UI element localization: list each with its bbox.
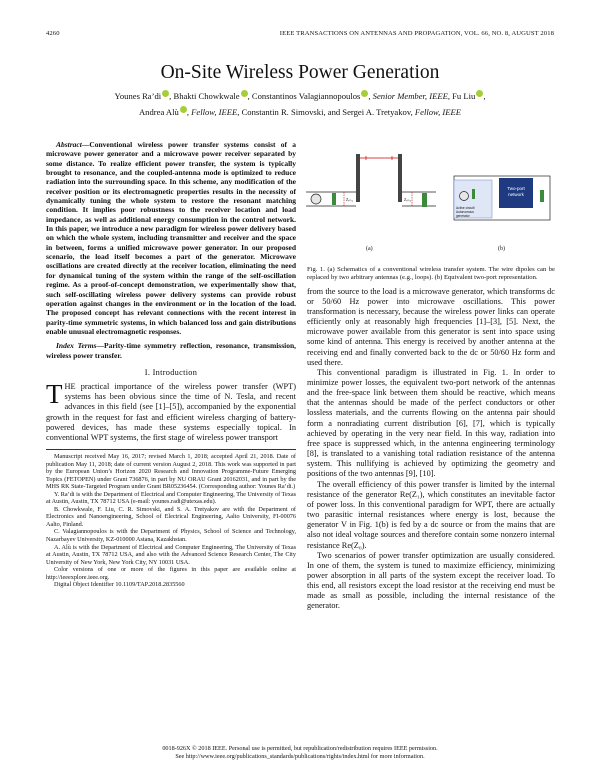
author-affiliation-title: Senior Member, IEEE xyxy=(372,91,448,101)
author-affiliation-title: Fellow, IEEE xyxy=(414,107,462,117)
footnote: A. Alù is with the Department of Electri… xyxy=(46,543,296,566)
author-line-2: Andrea Alù, Fellow, IEEE, Constantin R. … xyxy=(138,106,462,117)
left-column: Abstract—Conventional wireless power tra… xyxy=(46,140,296,589)
schematic-b: Two-port network Active circuit/ Autonom… xyxy=(453,175,551,252)
section-heading: I. Introduction xyxy=(144,367,198,377)
svg-text:generator: generator xyxy=(456,214,471,218)
orcid-icon[interactable] xyxy=(179,106,187,113)
footnote: Manuscript received May 16, 2017; revise… xyxy=(46,453,296,491)
paper-title: On-Site Wireless Power Generation xyxy=(160,62,440,83)
author-name: , Constantinos Valagiannopoulos xyxy=(247,91,361,101)
abstract: Abstract—Conventional wireless power tra… xyxy=(46,140,296,336)
drop-cap: T xyxy=(46,379,63,410)
author-name: , Constantin R. Simovski, and Sergei A. … xyxy=(237,107,415,117)
index-terms: Index Terms—Parity-time symmetry reflect… xyxy=(46,341,297,360)
generator-impedance xyxy=(332,193,336,205)
copyright-line: 0018-926X © 2018 IEEE. Personal use is p… xyxy=(162,745,438,752)
figure-label-b: (b) xyxy=(498,245,505,252)
load-impedance-b xyxy=(540,190,544,202)
rights-link[interactable]: See http://www.ieee.org/publications_sta… xyxy=(175,753,425,760)
footnote: Color versions of one or more of the fig… xyxy=(46,566,296,581)
footnote-divider xyxy=(46,449,296,450)
figure-schematics: Zᵢₙ,₁ Zᵢₙ,₂ (a) Two-port network Active … xyxy=(306,154,551,252)
body-paragraph: This conventional paradigm is illustrate… xyxy=(307,367,555,479)
body-paragraph: from the source to the load is a microwa… xyxy=(307,286,555,367)
author-line-1: Younes Ra’di , Bhakti Chowkwale , Constant… xyxy=(114,90,486,101)
load-impedance xyxy=(422,193,427,207)
figure-caption: Fig. 1. (a) Schematics of a conventional… xyxy=(307,266,555,281)
author-name: , Fu Liu xyxy=(447,91,476,101)
author-affiliation-title: Fellow, IEEE xyxy=(191,107,238,117)
figure-label-a: (a) xyxy=(366,245,373,252)
zin2-label: Zᵢₙ,₂ xyxy=(404,197,412,203)
author-name: , Bhakti Chowkwale xyxy=(169,91,240,101)
orcid-icon[interactable] xyxy=(361,90,369,97)
orcid-icon[interactable] xyxy=(476,90,484,97)
author-name: Younes Ra’di xyxy=(114,91,162,101)
footnote: B. Chowkwale, F. Liu, C. R. Simovski, an… xyxy=(46,505,296,528)
copyright-footer: 0018-926X © 2018 IEEE. Personal use is p… xyxy=(0,745,600,761)
footnote: Digital Object Identifier 10.1109/TAP.20… xyxy=(54,581,185,589)
orcid-icon[interactable] xyxy=(162,90,170,97)
dipole-left xyxy=(356,154,360,202)
two-port-label: network xyxy=(508,192,525,197)
journal-name: IEEE TRANSACTIONS ON ANTENNAS AND PROPAG… xyxy=(279,30,554,37)
source-icon xyxy=(310,193,322,205)
author-list: Younes Ra’di , Bhakti Chowkwale , Constant… xyxy=(60,88,540,120)
two-port-label: Two-port xyxy=(507,186,525,191)
schematic-a: Zᵢₙ,₁ Zᵢₙ,₂ (a) xyxy=(306,154,436,252)
zin1-label: Zᵢₙ,₁ xyxy=(346,197,354,203)
figure-1: Zᵢₙ,₁ Zᵢₙ,₂ (a) Two-port network Active … xyxy=(304,146,556,258)
body-paragraph: Two scenarios of power transfer optimiza… xyxy=(307,550,555,611)
two-port-network xyxy=(499,178,533,208)
page-number: 4260 xyxy=(46,30,60,37)
generator-source-icon xyxy=(459,191,469,201)
footnote: Y. Ra’di is with the Department of Elect… xyxy=(46,490,296,506)
footnote: C. Valagiannopoulos is with the Departme… xyxy=(46,528,296,544)
right-column: Fig. 1. (a) Schematics of a conventional… xyxy=(307,266,555,612)
orcid-icon[interactable] xyxy=(240,90,248,97)
author-name: Andrea Alù xyxy=(138,107,179,117)
body-paragraph: The overall efficiency of this power tra… xyxy=(307,479,555,550)
dipole-right xyxy=(398,154,402,202)
svg-text:Autonomous: Autonomous xyxy=(456,210,474,214)
svg-text:Active circuit/: Active circuit/ xyxy=(456,206,475,210)
